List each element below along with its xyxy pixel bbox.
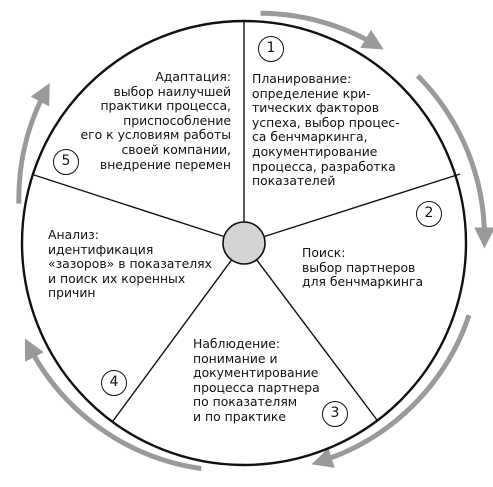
spoke-right: [243, 173, 461, 244]
step-4-text: Анализ: идентификация «зазоров» в показа…: [48, 227, 212, 301]
cycle-arrow-top-right: [260, 10, 384, 50]
spoke-bottom-right: [243, 242, 378, 421]
step-5-text: Адаптация: выбор наилучшей практики проц…: [80, 69, 232, 172]
step-2-text: Поиск: выбор партнеров для бенчмаркинга: [302, 245, 424, 290]
step-number-1: 1: [258, 36, 284, 62]
cycle-arrow-bottom-left: [24, 338, 202, 472]
step-number-3: 3: [322, 401, 348, 427]
step-number-5: 5: [53, 149, 79, 175]
cycle-arrow-right: [415, 73, 493, 249]
spoke-left: [33, 174, 245, 244]
step-number-4: 4: [101, 370, 127, 396]
center-hub: [222, 221, 266, 265]
spoke-bottom-left: [112, 242, 245, 422]
step-1-text: Планирование: определение кри- тических …: [252, 71, 400, 189]
step-3-text: Наблюдение: понимание и документирование…: [193, 336, 320, 424]
cycle-arrow-left: [16, 82, 50, 204]
cycle-arrow-bottom-right: [311, 314, 472, 468]
step-number-2: 2: [416, 201, 442, 227]
